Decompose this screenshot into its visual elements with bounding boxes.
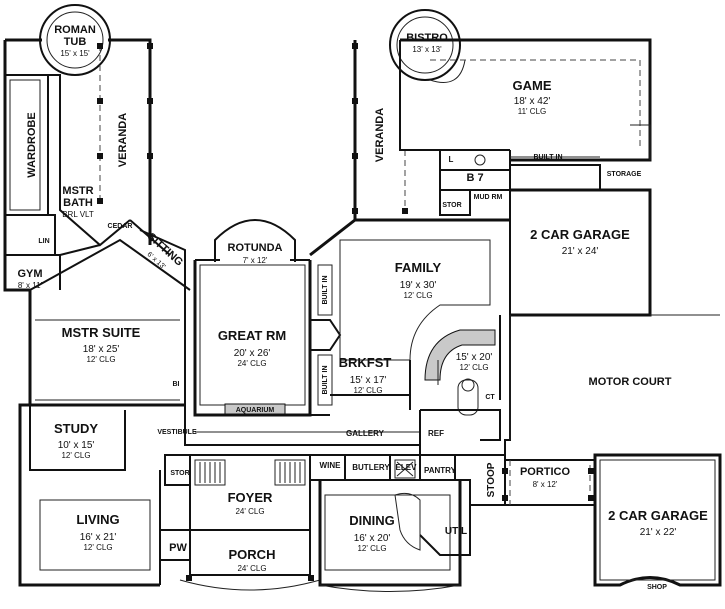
room-study-clg: 12' CLG (61, 451, 90, 460)
label-stor-mud: STOR (442, 202, 461, 209)
label-pantry: PANTRY (424, 466, 457, 475)
room-mstr-suite-dim: 18' x 25' (83, 344, 120, 355)
label-ct: CT (485, 394, 495, 401)
room-game-name: GAME (513, 78, 552, 93)
room-garage-south-dim: 21' x 22' (640, 527, 677, 538)
room-mstr-bath-name-line1: MSTR (62, 185, 93, 197)
room-foyer-name: FOYER (228, 490, 273, 505)
label-b7: B 7 (466, 172, 483, 184)
label-built-in-game: BUILT IN (533, 154, 562, 161)
label-wine: WINE (320, 461, 342, 470)
label-butlery: BUTLERY (352, 463, 390, 472)
room-brkfst-dim: 15' x 17' (350, 375, 387, 386)
label-cedar: CEDAR (108, 223, 133, 230)
room-study-name: STUDY (54, 421, 98, 436)
label-elev: ELEV (396, 463, 418, 472)
room-mstr-suite-clg: 12' CLG (86, 355, 115, 364)
room-family-clg: 12' CLG (403, 291, 432, 300)
label-lin: LIN (38, 238, 49, 245)
room-foyer-dim: 24' CLG (235, 507, 264, 516)
walls (3, 4, 722, 592)
room-bistro-dim: 13' x 13' (412, 45, 442, 54)
room-kitchen-clg: 12' CLG (459, 363, 488, 372)
room-game-clg: 11' CLG (518, 107, 547, 116)
room-roman-tub-dim: 15' x 15' (60, 49, 90, 58)
room-great-rm-name: GREAT RM (218, 328, 286, 343)
room-porch-name: PORCH (229, 547, 276, 562)
label-motor-court: MOTOR COURT (589, 376, 672, 388)
label-l: L (449, 155, 454, 164)
room-great-rm-clg: 24' CLG (237, 359, 266, 368)
label-stor-foyer: STOR (170, 470, 189, 477)
room-portico-dim: 8' x 12' (533, 480, 558, 489)
veranda-posts (97, 43, 594, 581)
room-dining-clg: 12' CLG (357, 544, 386, 553)
room-gym-dim: 8' x 11' (18, 281, 43, 290)
room-wardrobe-name: WARDROBE (26, 112, 38, 177)
label-mud-rm: MUD RM (474, 194, 503, 201)
room-living-dim: 16' x 21' (80, 532, 117, 543)
room-brkfst-name: BRKFST (339, 355, 392, 370)
label-veranda-east: VERANDA (374, 108, 386, 162)
label-bi: BI (173, 381, 180, 388)
label-built-in-1: BUILT IN (322, 275, 329, 304)
room-dining-dim: 16' x 20' (354, 533, 391, 544)
label-shop: SHOP (647, 584, 667, 591)
room-mstr-suite-name: MSTR SUITE (62, 325, 141, 340)
label-ref: REF (428, 429, 444, 438)
label-util: UTIL (445, 526, 467, 537)
room-bistro-name: BISTRO (406, 32, 448, 44)
room-dining-name: DINING (349, 513, 395, 528)
room-family-dim: 19' x 30' (400, 280, 437, 291)
room-roman-tub-name-line2: TUB (64, 36, 87, 48)
room-kitchen-dim: 15' x 20' (456, 352, 493, 363)
room-roman-tub-name-line1: ROMAN (54, 24, 96, 36)
room-rotunda-dim: 7' x 12' (243, 256, 268, 265)
label-gallery: GALLERY (346, 429, 385, 438)
room-portico-name: PORTICO (520, 466, 571, 478)
room-brkfst-clg: 12' CLG (353, 386, 382, 395)
label-aquarium: AQUARIUM (236, 407, 275, 414)
label-pw: PW (169, 542, 187, 554)
label-built-in-2: BUILT IN (322, 365, 329, 394)
room-living-name: LIVING (76, 512, 119, 527)
room-garage-south-name: 2 CAR GARAGE (608, 508, 708, 523)
label-vestibule: VESTIBULE (157, 429, 197, 436)
room-garage-north-dim: 21' x 24' (562, 246, 599, 257)
room-study-dim: 10' x 15' (58, 440, 95, 451)
room-porch-dim: 24' CLG (237, 564, 266, 573)
room-mstr-bath-dim: BRL VLT (62, 210, 94, 219)
room-gym-name: GYM (17, 268, 42, 280)
label-stoop: STOOP (486, 462, 497, 497)
room-great-rm-dim: 20' x 26' (234, 348, 271, 359)
room-living-clg: 12' CLG (83, 543, 112, 552)
room-mstr-bath-name-line2: BATH (63, 197, 93, 209)
room-rotunda-name: ROTUNDA (228, 242, 283, 254)
room-family-name: FAMILY (395, 260, 442, 275)
room-garage-north-name: 2 CAR GARAGE (530, 227, 630, 242)
label-veranda-west: VERANDA (117, 113, 129, 167)
room-game-dim: 18' x 42' (514, 96, 551, 107)
label-storage: STORAGE (607, 171, 642, 178)
